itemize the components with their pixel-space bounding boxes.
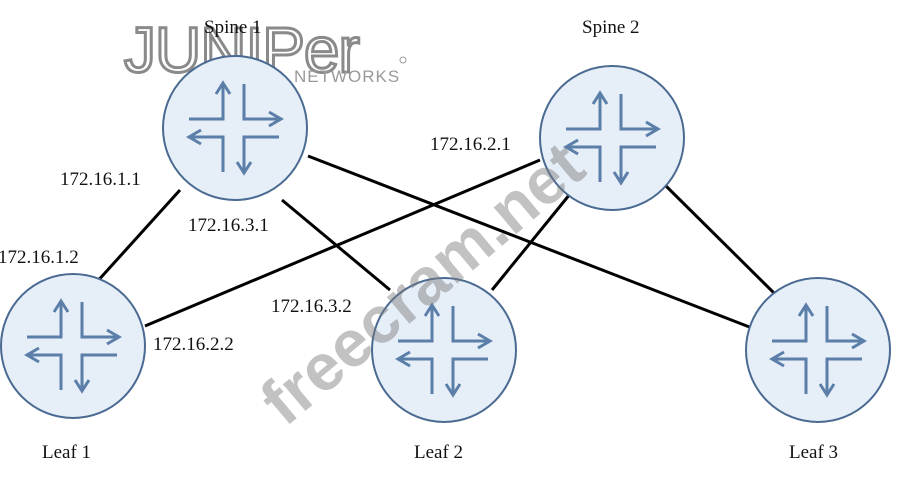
registered-mark — [399, 56, 407, 64]
router-spine2 — [539, 65, 685, 211]
router-leaf2 — [371, 277, 517, 423]
node-label-leaf3: Leaf 3 — [789, 442, 838, 463]
ip-label-spine1-leaf1: 172.16.1.1 — [60, 169, 141, 190]
link-spine2-leaf2 — [490, 193, 572, 291]
node-label-leaf1: Leaf 1 — [42, 442, 91, 463]
router-leaf1 — [0, 273, 146, 419]
links — [93, 154, 776, 330]
link-spine2-leaf1 — [144, 158, 541, 328]
ip-label-leaf1-spine2: 172.16.2.2 — [153, 334, 234, 355]
node-label-leaf2: Leaf 2 — [414, 442, 463, 463]
node-label-spine2: Spine 2 — [582, 17, 640, 38]
ip-label-spine1-leaf2: 172.16.3.1 — [188, 215, 269, 236]
node-label-spine1: Spine 1 — [204, 17, 262, 38]
ip-label-leaf2-spine1: 172.16.3.2 — [271, 296, 352, 317]
router-spine1 — [162, 55, 308, 201]
ip-label-leaf1-spine1: 172.16.1.2 — [0, 247, 79, 268]
router-leaf3 — [745, 277, 891, 423]
ip-label-spine2-leaf1: 172.16.2.1 — [430, 134, 511, 155]
link-spine2-leaf3 — [664, 184, 776, 295]
logo-sub-text: NETWORKS — [294, 67, 400, 86]
link-spine1-leaf1 — [93, 188, 182, 286]
